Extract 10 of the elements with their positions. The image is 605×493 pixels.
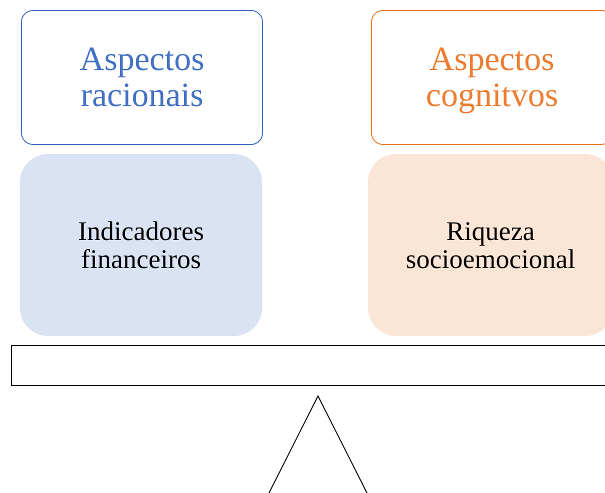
heading-box bbox=[371, 10, 605, 145]
weight-box bbox=[368, 154, 605, 336]
balance-beam bbox=[11, 345, 605, 386]
fulcrum-triangle bbox=[268, 396, 368, 493]
heading-box bbox=[21, 10, 263, 145]
box-label: Riqueza socioemocional bbox=[404, 216, 576, 274]
box-heading: Aspectos cognitvos bbox=[424, 42, 560, 114]
box-heading: Aspectos racionais bbox=[78, 42, 206, 114]
weight-box bbox=[20, 154, 262, 336]
box-label: Indicadores financeiros bbox=[77, 216, 205, 274]
